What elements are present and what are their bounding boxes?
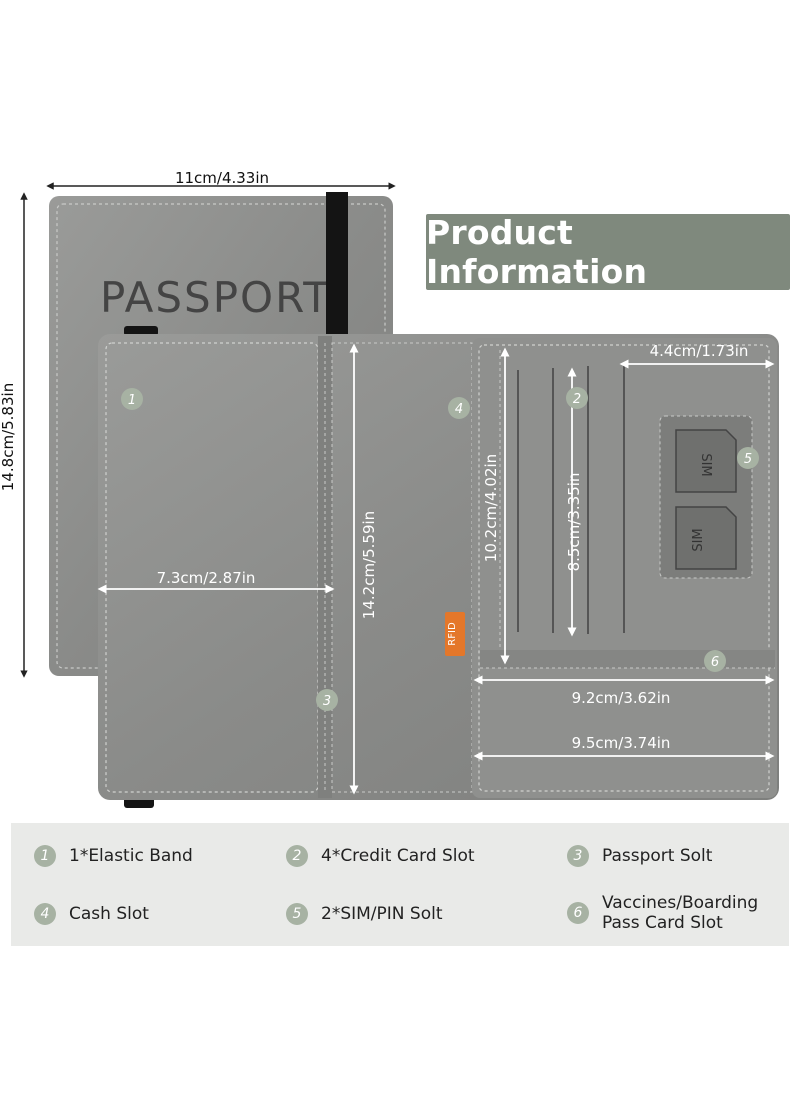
legend-number: 6	[567, 902, 589, 924]
marker-6: 6	[704, 650, 726, 672]
svg-text:3: 3	[323, 694, 331, 709]
left-pocket-width-label: 7.3cm/2.87in	[157, 569, 256, 587]
open-holder: SIM SIM RFID	[98, 334, 779, 800]
sim-holder: SIM SIM	[659, 415, 753, 579]
legend-label: 4*Credit Card Slot	[321, 846, 475, 866]
legend-label: Passport Solt	[602, 846, 713, 866]
elastic-band-side	[124, 326, 158, 336]
boarding-slot-width-label: 9.2cm/3.62in	[572, 689, 671, 707]
right-panel-width-label: 9.5cm/3.74in	[572, 734, 671, 752]
legend-label: 1*Elastic Band	[69, 846, 193, 866]
passport-slot-height-label: 14.2cm/5.59in	[360, 511, 378, 619]
dimension-lines	[20, 182, 775, 795]
card-slot-height-label: 8.5cm/3.35in	[565, 473, 583, 572]
marker-1: 1	[121, 388, 143, 410]
legend-item-5: 5 2*SIM/PIN Solt	[286, 903, 442, 925]
svg-text:1: 1	[128, 393, 136, 408]
marker-4: 4	[448, 397, 470, 419]
legend-label: 2*SIM/PIN Solt	[321, 904, 443, 924]
sim-area-width-label: 4.4cm/1.73in	[650, 342, 749, 360]
product-info-banner: Product Information	[426, 213, 790, 291]
svg-text:4: 4	[455, 402, 463, 417]
legend-item-6: 6 Vaccines/Boarding Pass Card Slot	[567, 893, 777, 933]
legend-panel: 1 1*Elastic Band 2 4*Credit Card Slot 3 …	[11, 823, 789, 946]
rfid-tag-text: RFID	[447, 622, 458, 646]
legend-number: 4	[34, 903, 56, 925]
marker-3: 3	[316, 689, 338, 711]
rfid-tag	[445, 612, 465, 656]
elastic-band	[326, 192, 348, 342]
legend-number: 5	[286, 903, 308, 925]
sim-label-2: SIM	[691, 528, 706, 551]
cash-slot-height-label: 10.2cm/4.02in	[482, 454, 500, 562]
cover-width-label: 11cm/4.33in	[175, 169, 269, 187]
legend-number: 3	[567, 845, 589, 867]
card-slots	[517, 364, 625, 634]
legend-item-3: 3 Passport Solt	[567, 845, 712, 867]
marker-2: 2	[566, 387, 588, 409]
legend-number: 1	[34, 845, 56, 867]
legend-label: Cash Slot	[69, 904, 149, 924]
legend-item-4: 4 Cash Slot	[34, 903, 149, 925]
legend-number: 2	[286, 845, 308, 867]
sim-label-1: SIM	[698, 453, 713, 476]
cover-text: PASSPORT	[100, 273, 331, 322]
legend-label: Vaccines/Boarding Pass Card Slot	[602, 893, 759, 933]
marker-5: 5	[737, 447, 759, 469]
legend-item-2: 2 4*Credit Card Slot	[286, 845, 475, 867]
banner-title: Product Information	[426, 213, 648, 291]
svg-text:2: 2	[573, 392, 581, 407]
svg-text:6: 6	[711, 655, 719, 670]
cover-height-label: 14.8cm/5.83in	[0, 383, 17, 491]
legend-item-1: 1 1*Elastic Band	[34, 845, 193, 867]
svg-text:5: 5	[744, 452, 752, 467]
